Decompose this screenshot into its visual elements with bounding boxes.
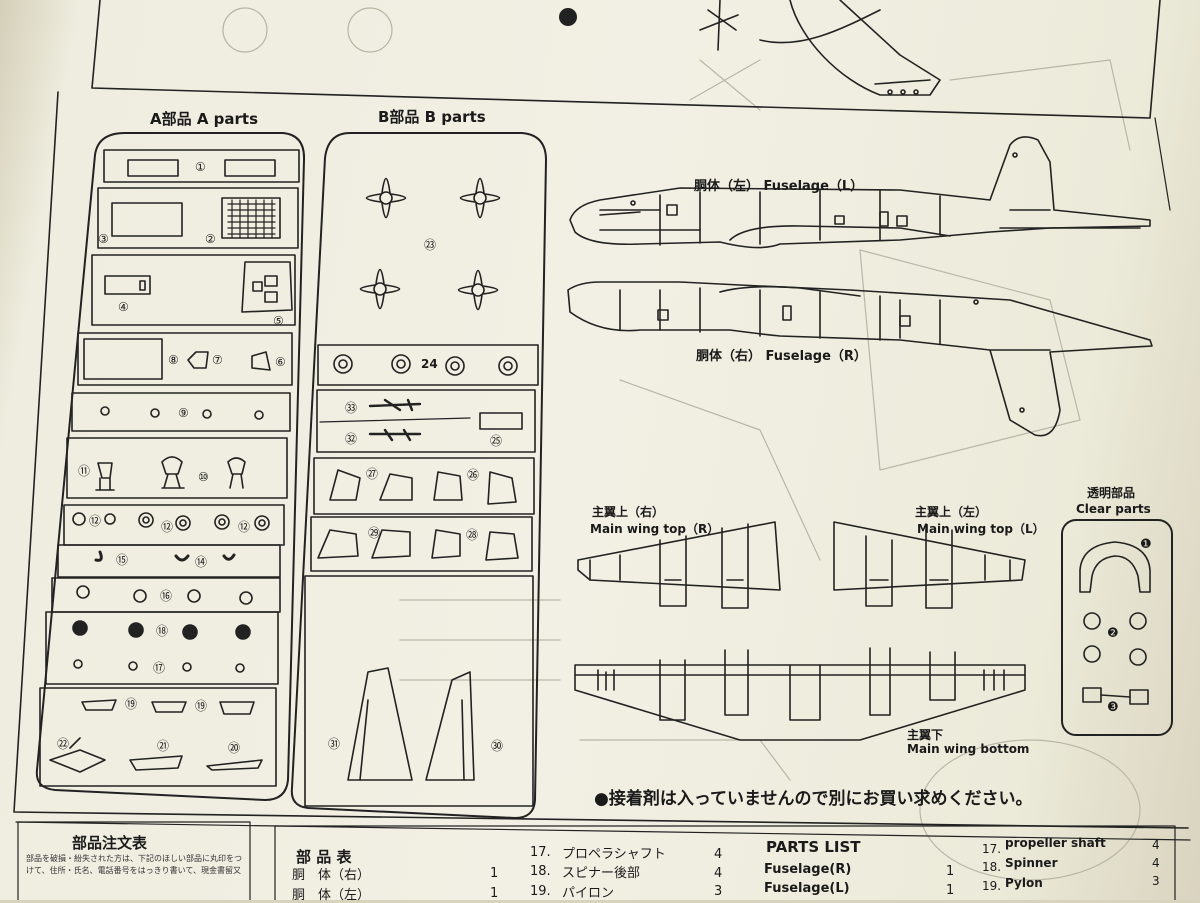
- part-number-22: ㉒: [57, 737, 70, 751]
- parts-list-en2-row-3-no: 19.: [982, 879, 1002, 893]
- sprue-b-label: B部品 B parts: [378, 108, 486, 126]
- wing-bottom-jp: 主翼下: [907, 728, 944, 742]
- parts-list-en2-row-1-qty: 4: [1152, 838, 1160, 852]
- parts-list-jp2-row-2-qty: 4: [714, 866, 723, 881]
- part-number-14: ⑭: [195, 555, 208, 569]
- sprue-a: [35, 132, 306, 801]
- part-number-3: ③: [98, 232, 109, 246]
- part-number-26: ㉖: [467, 468, 480, 482]
- part-number-32: ㉜: [345, 432, 358, 446]
- part-number-30: ㉚: [491, 739, 504, 753]
- parts-list-en-row-1-qty: 1: [946, 864, 955, 879]
- part-number-9: ⑨: [178, 406, 189, 420]
- part-number-12b: ⑫: [161, 520, 174, 534]
- step-2-marker: [559, 8, 577, 26]
- wing-top-left-jp: 主翼上（左）: [915, 505, 988, 519]
- wing-top-left-en: Main wing top（L）: [917, 522, 1045, 536]
- parts-list-jp-title: 部 品 表: [296, 848, 352, 866]
- part-number-20: ⑳: [228, 741, 241, 755]
- part-number-19a: ⑲: [125, 697, 138, 711]
- wing-bottom-en: Main wing bottom: [907, 742, 1030, 756]
- part-number-8: ⑧: [168, 353, 179, 367]
- part-number-12c: ⑫: [238, 520, 251, 534]
- wing-top-right-en: Main wing top（R）: [590, 522, 720, 536]
- clear-part-number-1: ❶: [1140, 537, 1152, 552]
- parts-list-en-title: PARTS LIST: [766, 838, 861, 856]
- parts-list-jp-row-2-name: 胴 体（左）: [292, 888, 371, 903]
- parts-list-jp-row-2-qty: 1: [490, 886, 499, 901]
- fuselage-right-drawing: [567, 281, 1153, 437]
- part-number-29: ㉙: [368, 526, 381, 540]
- order-table-note: 部品を破損・紛失された方は、下記のほしい部品に丸印をつけて、住所・氏名、電話番号…: [26, 854, 242, 875]
- part-number-1: ①: [195, 160, 206, 174]
- part-number-12a: ⑫: [89, 514, 102, 528]
- order-table-title: 部品注文表: [72, 834, 148, 852]
- part-number-28: ㉘: [466, 528, 479, 542]
- part-number-31: ㉛: [328, 737, 341, 751]
- wing-top-left-drawing: [833, 521, 1026, 609]
- parts-list-jp2-row-3-no: 19.: [530, 884, 551, 899]
- part-number-27: ㉗: [366, 467, 379, 481]
- wing-top-right-jp: 主翼上（右）: [592, 505, 665, 519]
- parts-list-jp2-row-3-name: パイロン: [562, 886, 615, 901]
- parts-list-en-row-2-name: Fuselage(L): [764, 881, 850, 896]
- fuselage-left-label: 胴体（左） Fuselage（L）: [694, 179, 864, 194]
- parts-list-en-row-2-qty: 1: [946, 883, 955, 898]
- part-number-10: ⑩: [198, 470, 209, 484]
- wing-bottom-drawing: [574, 647, 1026, 741]
- parts-list-jp2-row-2-name: スピナー後部: [562, 866, 641, 881]
- clear-parts-en: Clear parts: [1076, 502, 1151, 516]
- propellers: [359, 177, 501, 311]
- part-number-24: 24: [421, 357, 438, 371]
- parts-list-en2-row-2-no: 18.: [982, 860, 1002, 874]
- parts-list-jp-row-1-qty: 1: [490, 866, 499, 881]
- part-number-11: ⑪: [78, 464, 91, 478]
- fuselage-left-drawing: [569, 136, 1151, 249]
- table-lines: [17, 821, 1176, 900]
- clear-parts-jp: 透明部品: [1087, 486, 1136, 500]
- page-frame: [13, 0, 1191, 841]
- adhesive-notice: ●接着剤は入っていませんので別にお買い求めください。: [594, 789, 1033, 809]
- parts-list-en2-row-1-name: propeller shaft: [1005, 836, 1106, 850]
- wing-top-right-drawing: [577, 521, 781, 609]
- parts-list-en2-row-3-qty: 3: [1152, 874, 1160, 888]
- part-number-17: ⑰: [153, 661, 166, 675]
- part-number-2: ②: [205, 232, 216, 246]
- parts-list-jp2-row-1-qty: 4: [714, 847, 723, 862]
- parts-list-jp2-row-1-no: 17.: [530, 845, 551, 860]
- part-number-6: ⑥: [275, 355, 286, 369]
- part-number-33: ㉝: [345, 401, 358, 415]
- parts-list-en2-row-2-name: Spinner: [1005, 856, 1058, 870]
- parts-list-en2-row-1-no: 17.: [982, 842, 1002, 856]
- parts-list-jp2-row-3-qty: 3: [714, 884, 723, 899]
- fuselage-right-label: 胴体（右） Fuselage（R）: [696, 349, 867, 364]
- part-number-5: ⑤: [273, 314, 284, 328]
- sprue-a-label: A部品 A parts: [150, 110, 259, 128]
- parts-list-en2-row-3-name: Pylon: [1005, 876, 1043, 890]
- part-number-19b: ⑲: [195, 699, 208, 713]
- part-number-18: ⑱: [156, 624, 169, 638]
- parts-list-en2-row-2-qty: 4: [1152, 856, 1160, 870]
- parts-list-en-row-1-name: Fuselage(R): [764, 862, 852, 877]
- top-plane-fragment: [699, 0, 941, 96]
- part-number-21: ㉑: [157, 739, 170, 753]
- part-number-15: ⑮: [116, 553, 129, 567]
- part-number-4: ④: [118, 300, 129, 314]
- clear-part-number-2: ❷: [1107, 626, 1119, 641]
- clear-parts-sprue: [1061, 519, 1173, 736]
- part-number-23: ㉓: [424, 238, 437, 252]
- parts-list-jp-row-1-name: 胴 体（右）: [292, 868, 371, 883]
- part-number-7: ⑦: [212, 353, 223, 367]
- parts-list-jp2-row-2-no: 18.: [530, 864, 551, 879]
- part-number-16: ⑯: [160, 589, 173, 603]
- sprue-b: [290, 132, 547, 819]
- clear-part-number-3: ❸: [1107, 700, 1119, 715]
- part-number-25: ㉕: [490, 434, 503, 448]
- parts-list-jp2-row-1-name: プロペラシャフト: [562, 847, 666, 862]
